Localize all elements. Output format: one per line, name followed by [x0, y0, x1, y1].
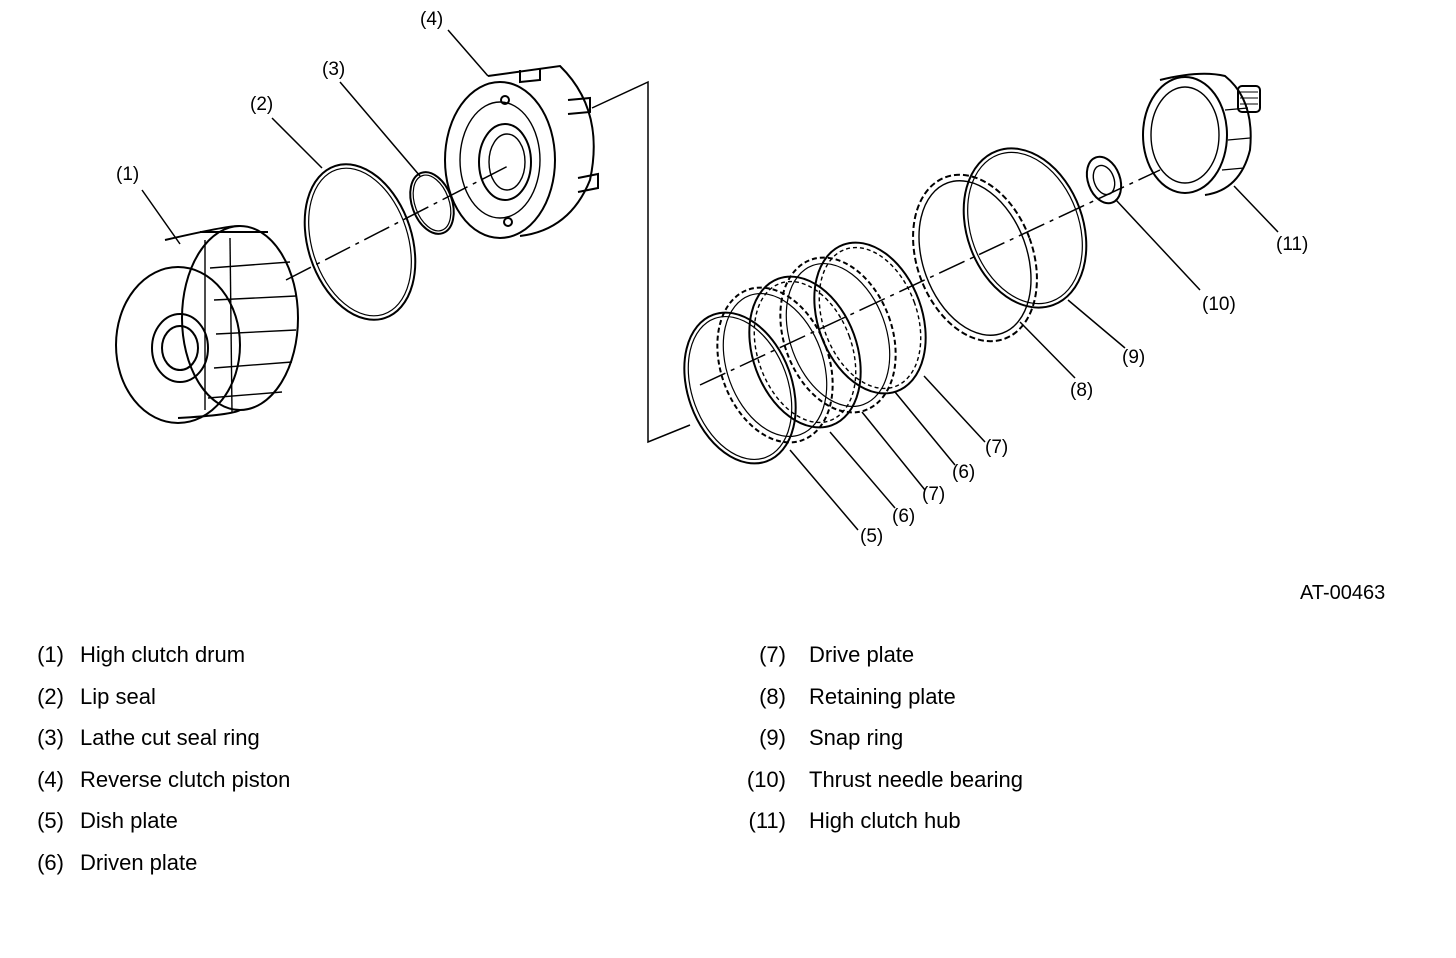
legend-item-name: Driven plate [80, 849, 198, 875]
thrust-needle-bearing [1085, 155, 1123, 205]
leader-lines [141, 29, 1279, 531]
legend-item-number: (11) [748, 808, 787, 833]
legend-item-name: Reverse clutch piston [80, 766, 291, 792]
callout-10: (10) [1202, 294, 1236, 315]
reverse-clutch-piston [444, 64, 599, 239]
legend-item-number: (2) [37, 683, 64, 709]
callout-9: (9) [1122, 347, 1145, 368]
high-clutch-drum [115, 224, 299, 424]
legend-item-number: (10) [746, 766, 786, 792]
legend-item-name: Lip seal [80, 683, 156, 709]
callout-5: (5) [860, 526, 883, 547]
legend-item-name: Retaining plate [809, 683, 956, 709]
group-bracket [591, 80, 691, 444]
snap-ring [962, 147, 1088, 309]
figure-code: AT-00463 [1300, 582, 1386, 604]
legend-item-name: Thrust needle bearing [809, 766, 1024, 792]
drive-plate-1 [748, 275, 862, 429]
assembly-axis-line-left [285, 164, 511, 281]
callout-6a: (6) [892, 506, 915, 527]
legend-item-number: (7) [759, 642, 786, 667]
legend-item-number: (9) [759, 725, 786, 750]
legend-item-number: (4) [37, 766, 64, 792]
exploded-parts-diagram: (1) (2) (3) (4) (5) (6) (7) (6) (7) (8) … [115, 9, 1308, 547]
legend-item-number: (3) [37, 725, 64, 750]
callout-4: (4) [420, 9, 443, 30]
callout-8: (8) [1070, 380, 1093, 401]
driven-plate-2 [779, 256, 897, 414]
callout-3: (3) [322, 59, 345, 80]
legend-item-number: (5) [37, 808, 64, 833]
legend-item-name: Dish plate [80, 808, 178, 833]
legend-item-name: High clutch hub [809, 808, 961, 833]
legend-item-name: High clutch drum [80, 642, 246, 667]
legend-item-name: Snap ring [809, 725, 904, 750]
legend-item-name: Lathe cut seal ring [80, 725, 260, 750]
callout-6b: (6) [952, 462, 975, 483]
callout-7b: (7) [985, 437, 1008, 458]
dish-plate [683, 311, 797, 465]
legend-item-number: (1) [37, 642, 64, 667]
legend-item-number: (6) [37, 849, 64, 875]
legend-item-name: Drive plate [809, 642, 915, 667]
callout-7a: (7) [922, 484, 945, 505]
driven-plate-1 [716, 286, 834, 444]
legend-item-number: (8) [759, 683, 786, 709]
callout-2: (2) [250, 94, 273, 115]
high-clutch-hub [1142, 72, 1261, 196]
assembly-axis-line-right [699, 169, 1161, 386]
callout-11: (11) [1276, 234, 1308, 255]
retaining-plate [912, 173, 1038, 343]
lip-seal [303, 163, 417, 321]
drive-plate-2 [813, 241, 927, 395]
callout-1: (1) [116, 164, 139, 185]
